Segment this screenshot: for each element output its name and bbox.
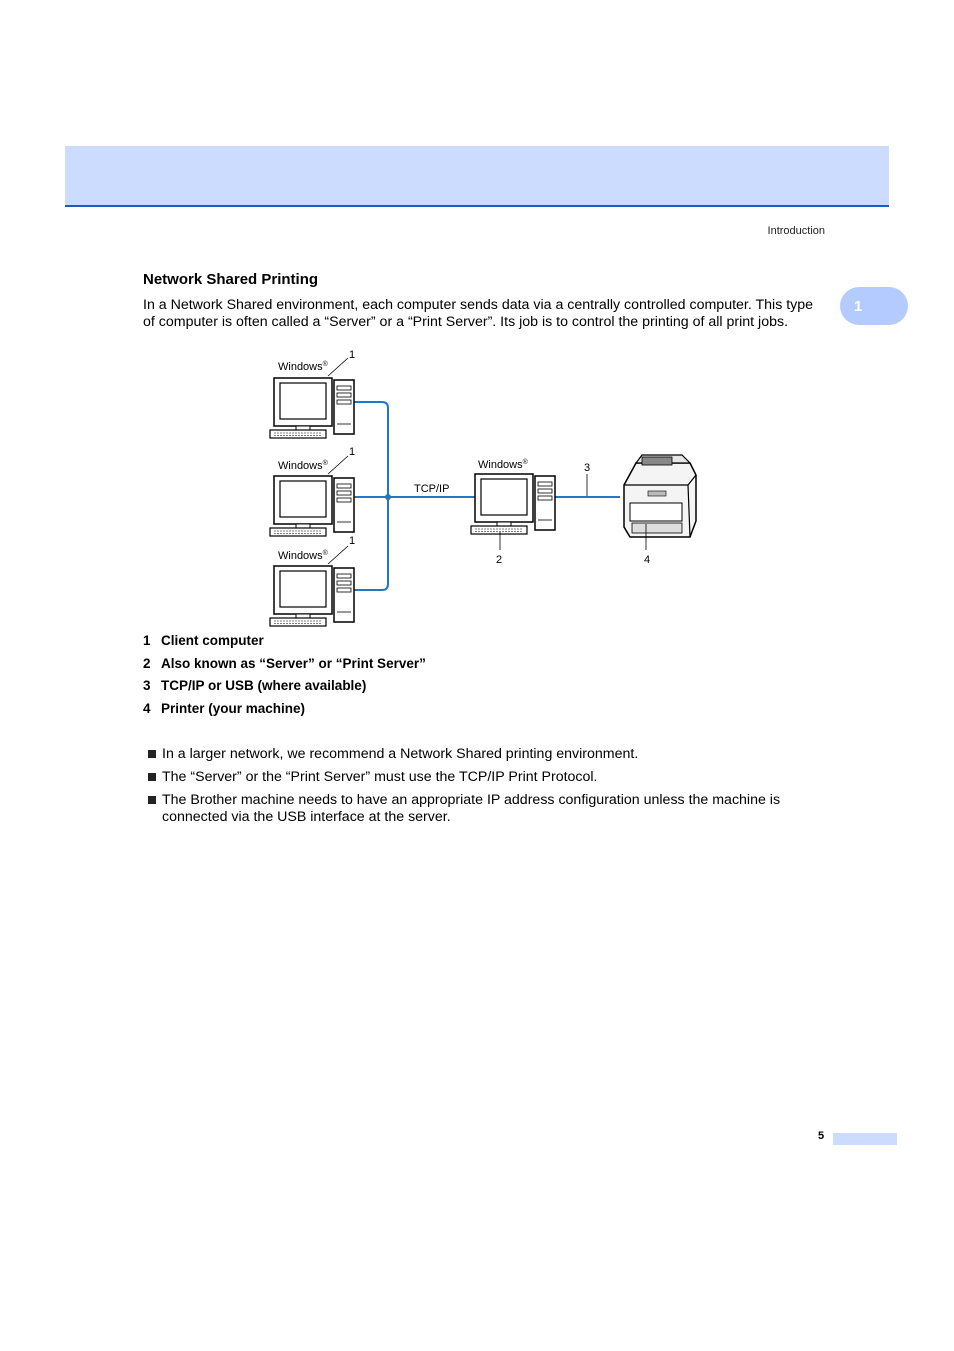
- printer-icon: [623, 454, 697, 538]
- callout-1a: 1: [349, 349, 355, 361]
- network-diagram: Windows® Windows® Windows® Windows® TCP/…: [269, 349, 697, 627]
- bullet-icon: [148, 796, 156, 804]
- list-item: In a larger network, we recommend a Netw…: [148, 746, 828, 763]
- network-lines: [350, 401, 620, 591]
- section-title: Network Shared Printing: [143, 271, 319, 288]
- bullet-icon: [148, 773, 156, 781]
- client-label-2: Windows®: [278, 459, 329, 472]
- bullet-icon: [148, 750, 156, 758]
- client-computer-3: [269, 565, 355, 627]
- callout-3: 3: [584, 462, 590, 474]
- chapter-tab: 1: [840, 287, 908, 325]
- page-number: 5: [818, 1130, 825, 1142]
- list-item: The “Server” or the “Print Server” must …: [148, 769, 828, 786]
- callout-1c: 1: [349, 535, 355, 547]
- callout-2: 2: [496, 554, 502, 566]
- client-label-3: Windows®: [278, 549, 329, 562]
- callout-lines: [327, 357, 647, 565]
- callout-1b: 1: [349, 446, 355, 458]
- server-computer: [470, 473, 556, 535]
- network-label: TCP/IP: [414, 483, 449, 495]
- server-label: Windows®: [478, 458, 529, 471]
- running-header: Introduction: [767, 225, 825, 237]
- header-band: [65, 146, 889, 205]
- notes-list: In a larger network, we recommend a Netw…: [148, 746, 828, 832]
- header-rule: [65, 205, 889, 207]
- list-item: The Brother machine needs to have an app…: [148, 792, 828, 826]
- callout-4: 4: [644, 554, 650, 566]
- client-computer-1: [269, 377, 355, 439]
- client-computer-2: [269, 475, 355, 537]
- page-bar: [833, 1133, 897, 1145]
- intro-paragraph: In a Network Shared environment, each co…: [143, 297, 814, 330]
- client-label-1: Windows®: [278, 360, 329, 373]
